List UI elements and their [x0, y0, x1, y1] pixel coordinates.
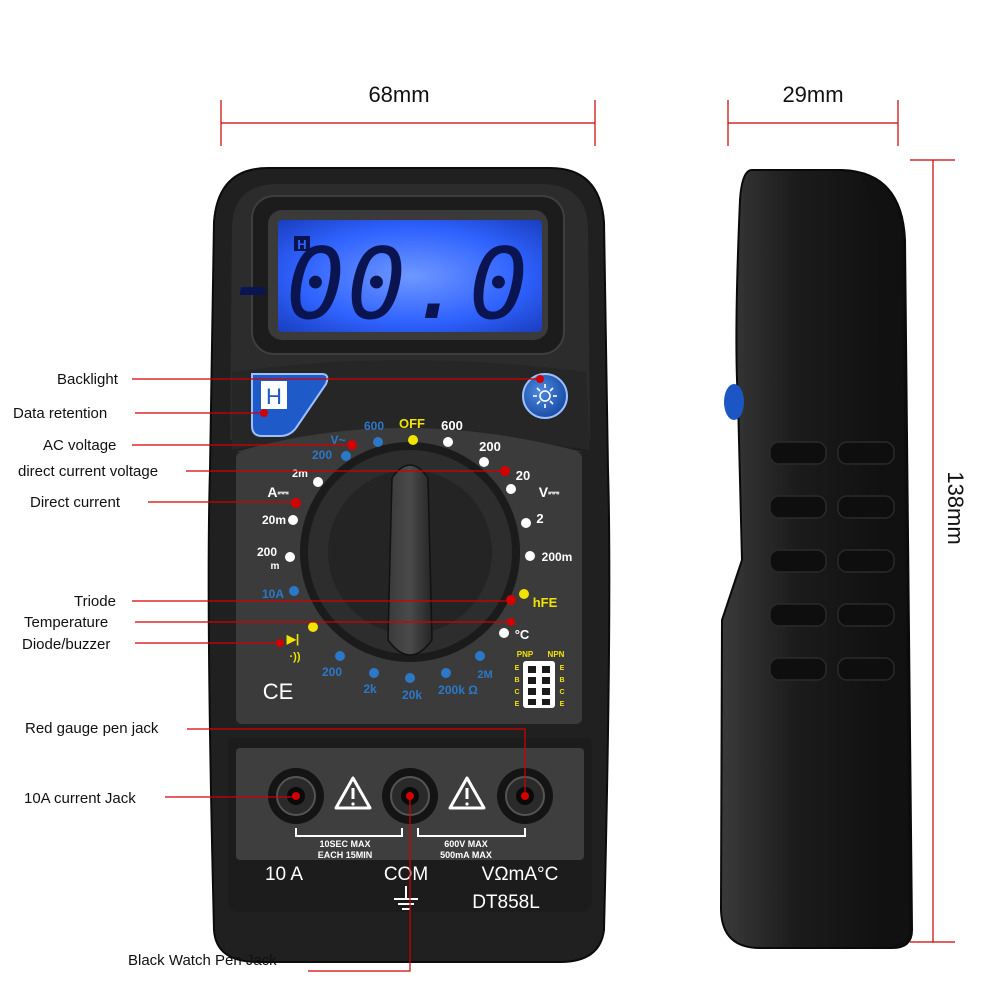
label-dca-2m: 2m	[292, 468, 308, 480]
svg-text:C: C	[514, 689, 519, 696]
label-temp: °C	[515, 627, 530, 642]
npn-label: NPN	[548, 650, 565, 659]
label-dca-200m-top: 200	[257, 545, 277, 559]
depth-dimension: 29mm	[727, 82, 899, 146]
label-dcv-2: 2	[536, 511, 543, 526]
callout-data-retention: Data retention	[13, 405, 107, 422]
lcd-hold-indicator: H	[297, 237, 306, 252]
warning-icon	[334, 776, 372, 810]
label-off: OFF	[399, 416, 425, 431]
svg-text:E: E	[515, 665, 520, 672]
hold-button-label: H	[266, 384, 282, 409]
ce-mark: CE	[263, 679, 294, 704]
callout-dots	[260, 375, 544, 647]
hold-button-face	[261, 381, 287, 409]
warning-vohm-line1: 600V MAX	[444, 839, 488, 849]
label-10a-jack: 10 A	[265, 864, 303, 885]
svg-text:B: B	[514, 677, 519, 684]
side-grip	[769, 441, 895, 681]
pnp-label: PNP	[517, 650, 534, 659]
warning-icon	[448, 776, 486, 810]
warning-10a-line1: 10SEC MAX	[319, 839, 370, 849]
jack-10a[interactable]	[268, 768, 324, 824]
hfe-socket[interactable]: PNP NPN E B C E E B C E	[514, 650, 565, 708]
svg-text:B: B	[559, 677, 564, 684]
width-label: 68mm	[368, 82, 429, 107]
lcd-display	[278, 220, 542, 332]
label-dcv-200m: 200m	[542, 550, 573, 564]
svg-text:E: E	[560, 701, 565, 708]
svg-text:E: E	[515, 701, 520, 708]
callout-backlight: Backlight	[57, 371, 119, 388]
side-backlight-button[interactable]	[724, 384, 744, 420]
label-dca-20m: 20m	[262, 513, 286, 527]
model-name: DT858L	[472, 892, 540, 913]
label-ohm-200: 200	[322, 665, 342, 679]
label-dca-symbol: A⎓	[267, 484, 289, 500]
dial-pointer[interactable]	[387, 464, 433, 656]
label-acv-200: 200	[312, 448, 332, 462]
label-vohm-jack: VΩmA°C	[482, 864, 559, 885]
callout-ac-voltage: AC voltage	[43, 437, 116, 454]
callout-direct-current: Direct current	[30, 494, 121, 511]
buzzer-icon: ·))	[290, 651, 301, 663]
callouts	[132, 378, 540, 972]
label-ohm-2m: 2M	[477, 669, 492, 681]
label-acv-600: 600	[364, 419, 384, 433]
callout-red-jack: Red gauge pen jack	[25, 720, 159, 737]
backlight-button[interactable]	[522, 373, 568, 419]
dot-off	[408, 435, 418, 445]
depth-label: 29mm	[782, 82, 843, 107]
lcd-reading: -00.0	[225, 228, 530, 342]
callout-dc-voltage: direct current voltage	[18, 463, 158, 480]
diode-icon: ▶|	[286, 632, 300, 646]
label-ohm-200k: 200k Ω	[438, 683, 478, 697]
label-ohm-20k: 20k	[402, 688, 422, 702]
label-dcv-symbol: V⎓	[539, 484, 560, 500]
height-dimension: 138mm	[910, 159, 968, 943]
label-ohm-2k: 2k	[363, 682, 377, 696]
callout-black-jack: Black Watch Pen Jack	[128, 952, 277, 969]
callout-temperature: Temperature	[24, 614, 108, 631]
label-com-jack: COM	[384, 864, 428, 885]
ground-icon	[394, 886, 418, 910]
multimeter-front: H -00.0 H	[207, 167, 611, 963]
label-dcv-20: 20	[516, 468, 530, 483]
warning-vohm-line2: 500mA MAX	[440, 850, 492, 860]
label-dca-200m-bottom: m	[271, 561, 280, 572]
label-dcv-200: 200	[479, 439, 501, 454]
label-acv-symbol: V~	[330, 433, 345, 447]
label-dcv-600: 600	[441, 418, 463, 433]
multimeter-side	[719, 169, 914, 949]
callout-10a-jack: 10A current Jack	[24, 790, 136, 807]
height-label: 138mm	[943, 471, 968, 544]
svg-text:E: E	[560, 665, 565, 672]
sun-icon	[533, 384, 557, 408]
warning-10a-line2: EACH 15MIN	[318, 850, 373, 860]
callout-diode-buzzer: Diode/buzzer	[22, 636, 110, 653]
svg-text:C: C	[559, 689, 564, 696]
label-dca-10a: 10A	[262, 587, 284, 601]
width-dimension: 68mm	[220, 82, 596, 146]
label-hfe: hFE	[533, 595, 558, 610]
callout-triode: Triode	[74, 593, 116, 610]
